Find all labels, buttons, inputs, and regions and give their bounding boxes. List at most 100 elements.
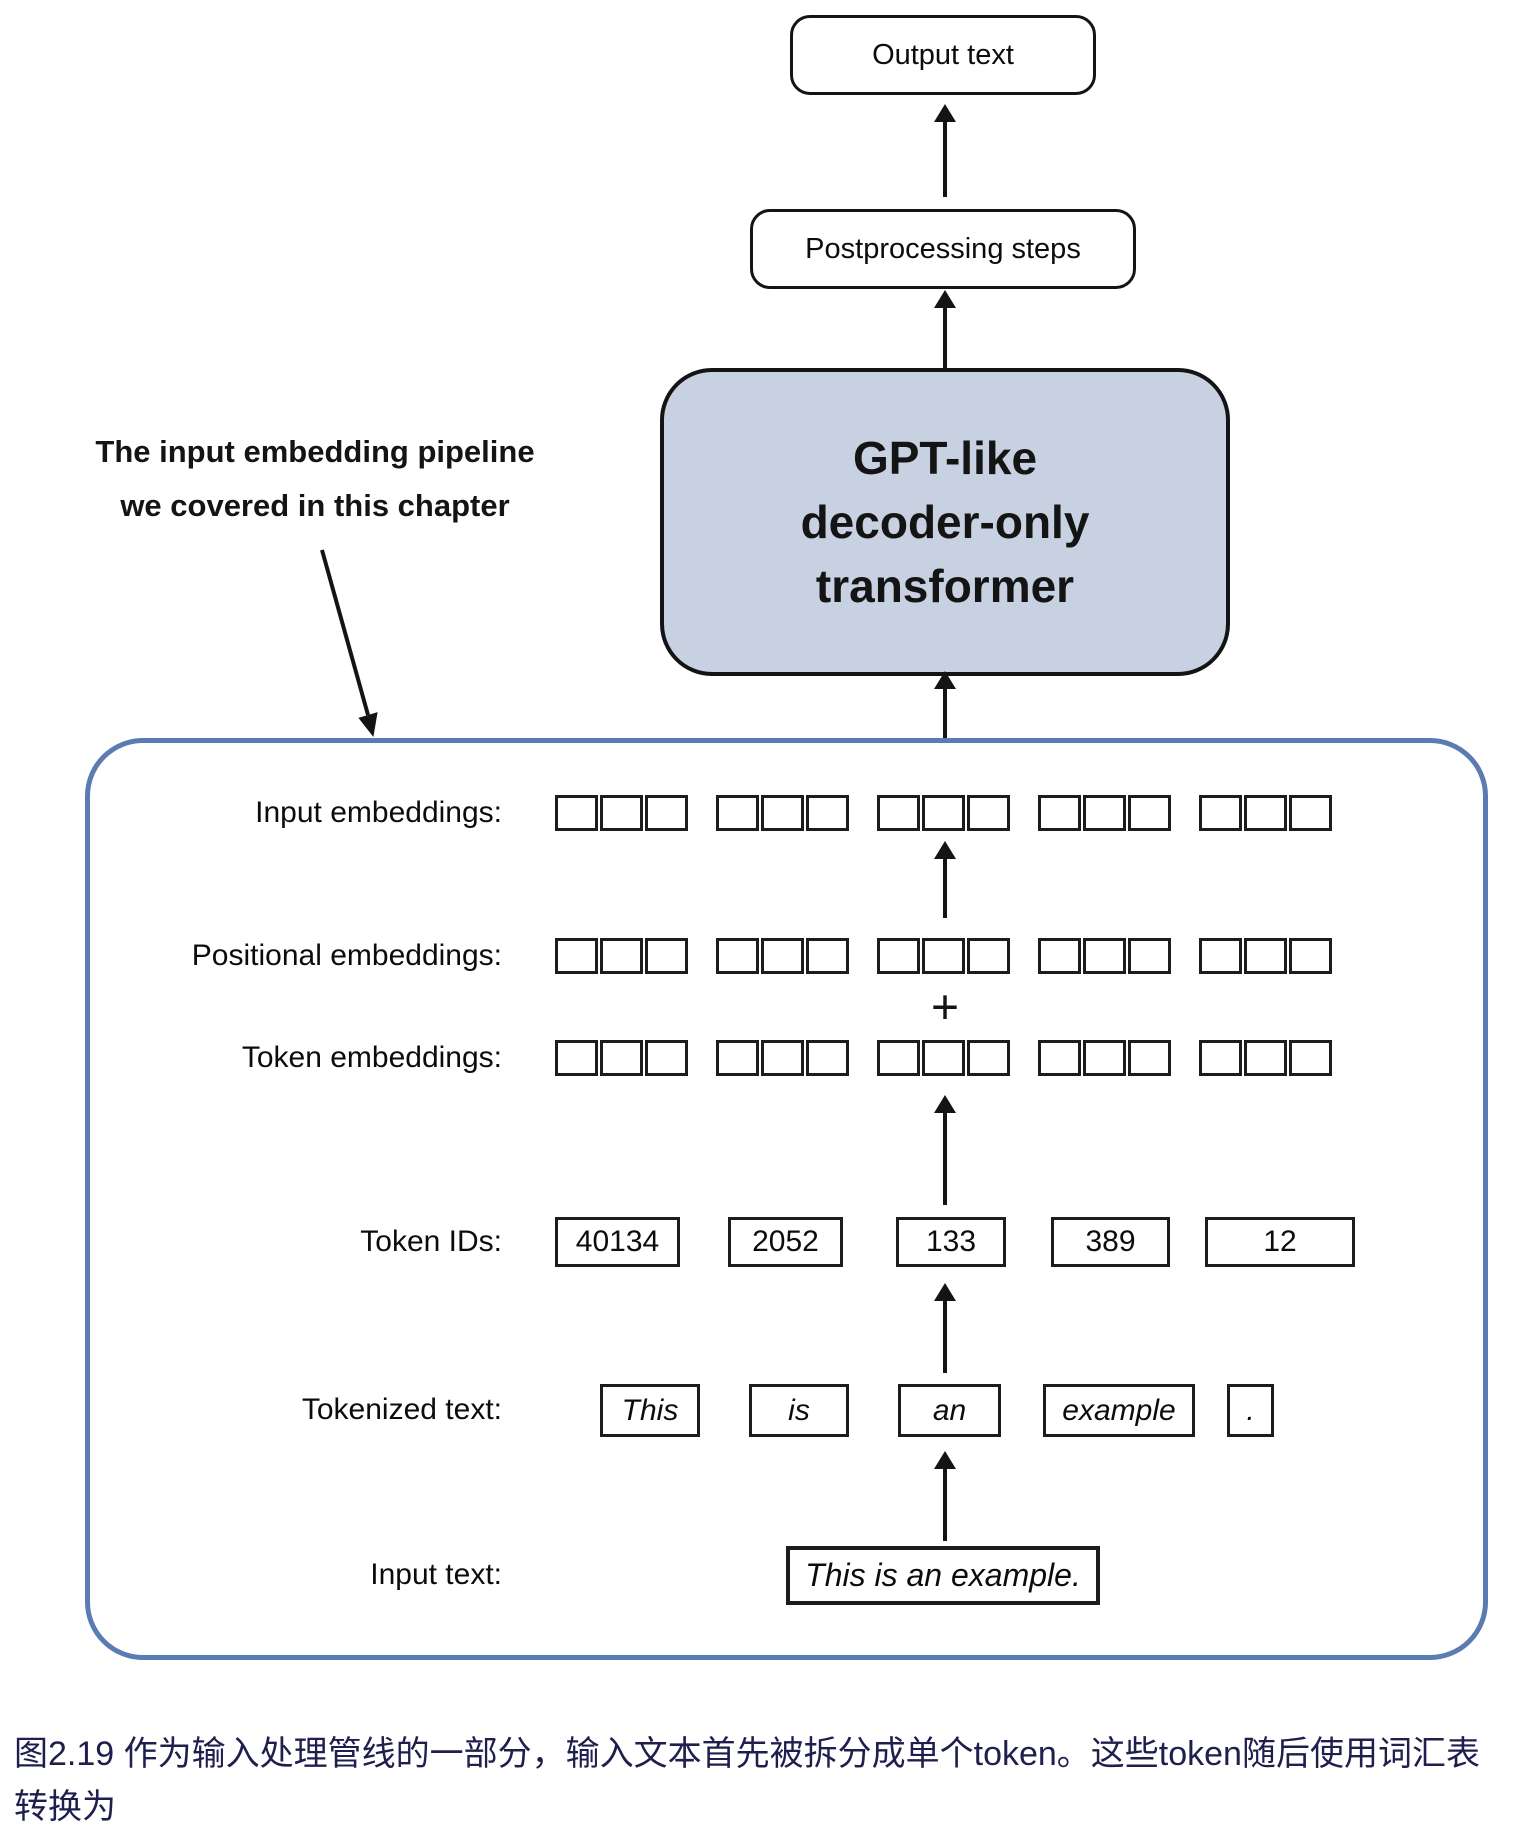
embedding-cell xyxy=(922,1040,965,1076)
input-embeddings-cells-row xyxy=(555,795,1332,831)
postprocessing-label: Postprocessing steps xyxy=(805,232,1081,265)
embedding-cell xyxy=(806,795,849,831)
input-text-box: This is an example. xyxy=(786,1546,1100,1605)
embedding-cell xyxy=(600,795,643,831)
token-text-box: is xyxy=(749,1384,849,1437)
arrow-up-icon xyxy=(943,307,947,402)
embedding-vector-group xyxy=(716,938,849,974)
tokenized-text-label: Tokenized text: xyxy=(301,1393,502,1426)
embedding-cell xyxy=(716,795,759,831)
embedding-cell xyxy=(1199,938,1242,974)
annotation-line-2: we covered in this chapter xyxy=(120,488,510,523)
embedding-vector-group xyxy=(555,938,688,974)
embedding-vector-group xyxy=(877,1040,1010,1076)
embedding-cell xyxy=(1244,1040,1287,1076)
output-text-box: Output text xyxy=(790,15,1096,95)
embedding-cell xyxy=(967,795,1010,831)
token-embeddings-cells-row xyxy=(555,1040,1332,1076)
token-ids-label: Token IDs: xyxy=(360,1225,502,1258)
embedding-cell xyxy=(1244,938,1287,974)
embedding-vector-group xyxy=(877,938,1010,974)
gpt-line-2: decoder-only xyxy=(800,496,1090,548)
embedding-cell xyxy=(1289,795,1332,831)
embedding-cell xyxy=(806,1040,849,1076)
plus-sign: + xyxy=(930,981,960,1035)
embedding-vector-group xyxy=(716,795,849,831)
input-embeddings-label: Input embeddings: xyxy=(255,796,502,829)
input-text-label: Input text: xyxy=(370,1558,502,1591)
postprocessing-box: Postprocessing steps xyxy=(750,209,1136,289)
embedding-cell xyxy=(967,938,1010,974)
embedding-vector-group xyxy=(555,795,688,831)
embedding-vector-group xyxy=(1199,938,1332,974)
embedding-cell xyxy=(1199,795,1242,831)
token-id-box: 133 xyxy=(896,1217,1006,1267)
token-text-box: . xyxy=(1227,1384,1274,1437)
embedding-cell xyxy=(600,938,643,974)
token-text-box: This xyxy=(600,1384,700,1437)
embedding-cell xyxy=(555,1040,598,1076)
embedding-cell xyxy=(1038,1040,1081,1076)
positional-embeddings-cells-row xyxy=(555,938,1332,974)
embedding-cell xyxy=(555,795,598,831)
embedding-cell xyxy=(1289,1040,1332,1076)
token-text-box: example xyxy=(1043,1384,1195,1437)
token-id-box: 12 xyxy=(1205,1217,1355,1267)
embedding-cell xyxy=(716,1040,759,1076)
token-embeddings-label: Token embeddings: xyxy=(241,1041,502,1074)
embedding-cell xyxy=(1038,938,1081,974)
embedding-cell xyxy=(761,938,804,974)
gpt-transformer-box: GPT-like decoder-only transformer xyxy=(660,368,1230,676)
token-id-box: 2052 xyxy=(728,1217,843,1267)
output-text-label: Output text xyxy=(872,38,1014,71)
embedding-cell xyxy=(922,795,965,831)
embedding-vector-group xyxy=(1038,795,1171,831)
embedding-vector-group xyxy=(716,1040,849,1076)
embedding-cell xyxy=(761,795,804,831)
arrow-up-icon xyxy=(943,858,947,918)
arrow-up-icon xyxy=(943,121,947,197)
figure-caption: 图2.19 作为输入处理管线的一部分，输入文本首先被拆分成单个token。这些t… xyxy=(14,1728,1506,1822)
embedding-cell xyxy=(645,795,688,831)
annotation-line-1: The input embedding pipeline xyxy=(95,434,535,469)
embedding-vector-group xyxy=(1038,938,1171,974)
embedding-cell xyxy=(645,938,688,974)
embedding-cell xyxy=(1038,795,1081,831)
gpt-line-1: GPT-like xyxy=(852,432,1038,484)
token-id-box: 389 xyxy=(1051,1217,1170,1267)
embedding-cell xyxy=(600,1040,643,1076)
positional-embeddings-label: Positional embeddings: xyxy=(191,939,502,972)
embedding-cell xyxy=(1128,938,1171,974)
embedding-cell xyxy=(645,1040,688,1076)
embedding-cell xyxy=(922,938,965,974)
embedding-cell xyxy=(877,1040,920,1076)
annotation-note: The input embedding pipeline we covered … xyxy=(90,425,540,533)
embedding-cell xyxy=(1244,795,1287,831)
arrow-up-icon xyxy=(943,1112,947,1205)
embedding-cell xyxy=(1199,1040,1242,1076)
input-embedding-pipeline-box xyxy=(85,738,1488,1660)
arrow-up-icon xyxy=(943,1468,947,1541)
gpt-line-3: transformer xyxy=(815,560,1075,612)
embedding-cell xyxy=(1289,938,1332,974)
arrow-up-icon xyxy=(943,1300,947,1373)
embedding-cell xyxy=(1083,795,1126,831)
embedding-cell xyxy=(967,1040,1010,1076)
embedding-cell xyxy=(806,938,849,974)
token-text-box: an xyxy=(898,1384,1001,1437)
embedding-cell xyxy=(877,938,920,974)
arrow-up-icon xyxy=(943,688,947,768)
embedding-vector-group xyxy=(1199,1040,1332,1076)
embedding-cell xyxy=(1083,938,1126,974)
embedding-cell xyxy=(1128,1040,1171,1076)
embedding-cell xyxy=(716,938,759,974)
embedding-vector-group xyxy=(1199,795,1332,831)
embedding-vector-group xyxy=(1038,1040,1171,1076)
embedding-cell xyxy=(1083,1040,1126,1076)
embedding-vector-group xyxy=(877,795,1010,831)
embedding-cell xyxy=(877,795,920,831)
embedding-cell xyxy=(1128,795,1171,831)
caption-line-1: 图2.19 作为输入处理管线的一部分，输入文本首先被拆分成单个token。这些t… xyxy=(14,1735,1480,1822)
embedding-cell xyxy=(555,938,598,974)
